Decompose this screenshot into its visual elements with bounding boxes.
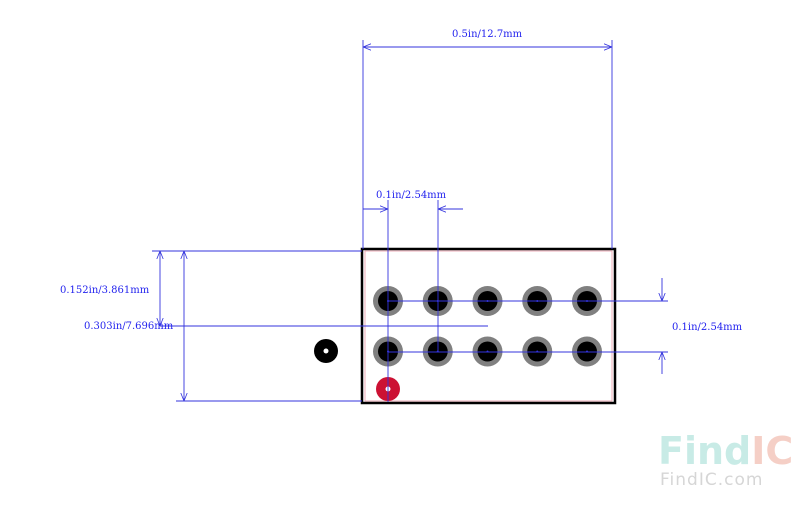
watermark-url: FindIC.com [660, 470, 763, 490]
pitch-horizontal-label: 0.1in/2.54mm [376, 190, 447, 201]
height-overall-label: 0.303in/7.696mm [84, 321, 174, 332]
pad [572, 336, 602, 367]
watermark-logo-find: Find [658, 429, 751, 473]
origin-marker [314, 339, 338, 363]
height-inner-label: 0.152in/3.861mm [60, 285, 150, 296]
watermark-logo-ic: IC [751, 429, 793, 473]
svg-text:FindIC: FindIC [658, 429, 793, 473]
pad [472, 336, 503, 367]
pitch-vertical-label: 0.1in/2.54mm [672, 322, 743, 333]
findic-watermark: FindIC FindIC.com [658, 429, 793, 490]
overall-width-label: 0.5in/12.7mm [452, 29, 523, 40]
pad [522, 336, 553, 367]
dimension-lines [152, 40, 668, 402]
